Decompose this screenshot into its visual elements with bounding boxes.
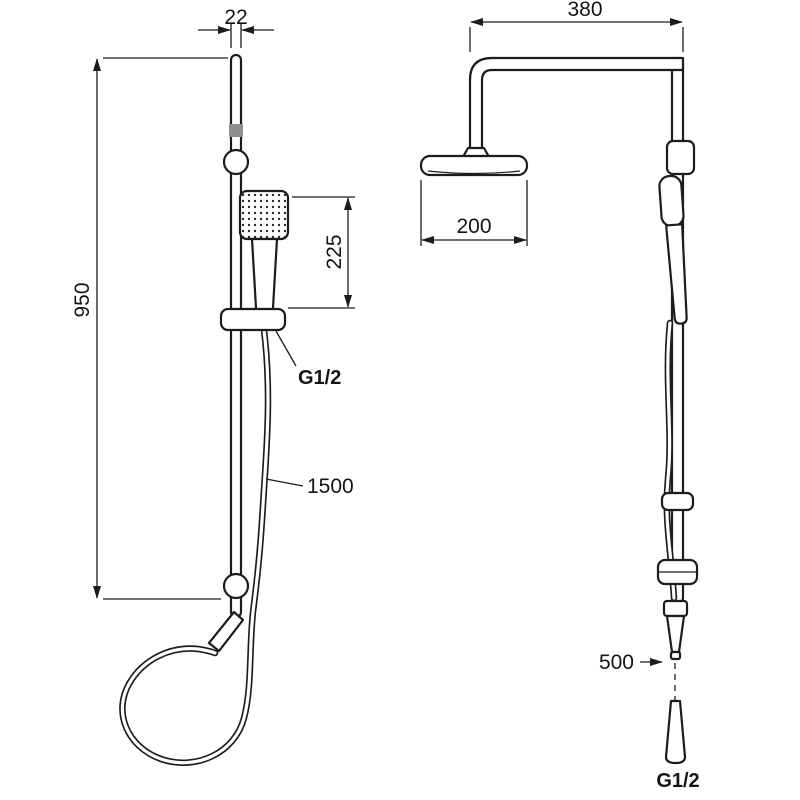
rain-head-rim	[427, 170, 521, 175]
hand-shower-head	[238, 189, 290, 241]
connector-tip	[669, 650, 682, 661]
right-view: 380 200 500 G1/2	[419, 0, 700, 792]
slider-knob	[222, 148, 250, 176]
connector-cone	[665, 614, 686, 654]
dimension-arm-width: 380	[469, 0, 684, 52]
dimension-hose-length: 1500	[265, 475, 354, 498]
column-hose-core	[665, 321, 676, 600]
hand-shower-holder	[219, 307, 287, 332]
hand-shower-side-head	[658, 174, 685, 228]
hand-shower-bracket	[665, 139, 696, 176]
outlet-nozzle	[207, 610, 245, 653]
thread-callout-left: G1/2	[275, 330, 341, 389]
dimension-rail-width: 22	[198, 6, 274, 48]
rail-height-label: 950	[71, 282, 94, 317]
hose-length-label: 1500	[307, 475, 354, 498]
hand-shower-handle	[250, 237, 279, 315]
thread-label-left: G1/2	[298, 367, 341, 389]
head-diameter-label: 200	[456, 215, 491, 238]
rain-shower-head	[419, 154, 529, 177]
rail-width-label: 22	[224, 6, 247, 29]
shower-hose-outline	[119, 326, 272, 766]
dimension-rail-height: 950	[71, 57, 228, 600]
arm-width-label: 380	[567, 0, 602, 21]
left-view: 22 950 225 G1/2 1500	[71, 6, 355, 766]
pipe-slider-bracket	[660, 491, 695, 512]
shower-column-pipe	[670, 56, 685, 605]
connector-nut	[662, 599, 689, 618]
dimension-lower-hose: 500	[599, 651, 663, 674]
hand-shower-side-handle	[665, 223, 688, 325]
lower-hose-label: 500	[599, 651, 634, 674]
diverter-knob	[222, 572, 250, 600]
shower-hose-core	[120, 328, 270, 765]
hand-shower-side-view	[658, 174, 688, 325]
hand-shower-length-label: 225	[323, 234, 346, 269]
inlet-tail-piece	[664, 699, 687, 765]
dimension-head-diameter: 200	[420, 180, 528, 246]
thread-label-bottom: G1/2	[656, 770, 699, 792]
dimension-hand-shower-length: 225	[288, 196, 355, 309]
shower-rail	[229, 53, 243, 619]
rail-slider-band	[229, 124, 243, 137]
overhead-arm	[468, 56, 685, 152]
